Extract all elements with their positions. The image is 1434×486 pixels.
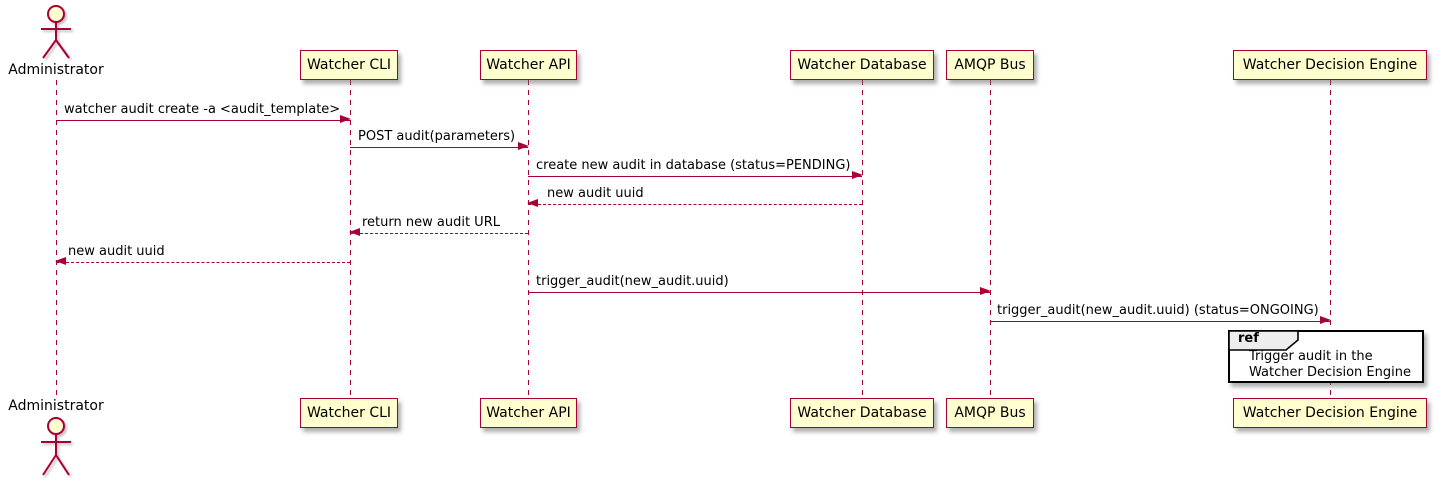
participant-watcher-cli-top: Watcher CLI: [300, 50, 398, 80]
actor-administrator-label-top: Administrator: [8, 62, 104, 78]
ref-keyword: ref: [1238, 331, 1259, 346]
message-line: [56, 262, 350, 263]
lifeline-watcher-cli: [349, 80, 351, 398]
participant-amqp-bus-bottom: AMQP Bus: [946, 398, 1034, 428]
ref-fragment: ref Trigger audit in the Watcher Decisio…: [1228, 330, 1424, 383]
arrowhead-left-icon: [349, 228, 360, 237]
message-line: [56, 120, 350, 121]
participant-watcher-decision-engine-bottom: Watcher Decision Engine: [1233, 398, 1427, 428]
message-line: [350, 233, 528, 234]
actor-administrator-icon: [41, 5, 71, 59]
arrowhead-right-icon: [1320, 316, 1331, 325]
message-label: return new audit URL: [362, 215, 500, 230]
arrowhead-left-icon: [527, 199, 538, 208]
lifeline-watcher-database: [861, 80, 863, 398]
actor-administrator-label-bottom: Administrator: [8, 398, 104, 414]
arrowhead-right-icon: [340, 115, 351, 124]
lifeline-administrator: [55, 80, 57, 398]
message-line: [350, 147, 528, 148]
message-label: POST audit(parameters): [358, 129, 516, 144]
ref-text: Trigger audit in the Watcher Decision En…: [1249, 349, 1411, 381]
message-label: watcher audit create -a <audit_template>: [64, 102, 341, 117]
participant-watcher-api-bottom: Watcher API: [480, 398, 577, 428]
participant-watcher-decision-engine-top: Watcher Decision Engine: [1233, 50, 1427, 80]
participant-amqp-bus-top: AMQP Bus: [946, 50, 1034, 80]
lifeline-watcher-api: [527, 80, 529, 398]
arrowhead-left-icon: [55, 257, 66, 266]
arrowhead-right-icon: [518, 142, 529, 151]
message-label: trigger_audit(new_audit.uuid) (status=ON…: [997, 303, 1319, 318]
arrowhead-right-icon: [980, 287, 991, 296]
participant-watcher-database-bottom: Watcher Database: [790, 398, 934, 428]
message-line: [528, 292, 990, 293]
ref-tab: ref: [1228, 330, 1300, 355]
lifeline-watcher-decision-engine: [1329, 80, 1331, 398]
message-label: new audit uuid: [68, 244, 165, 259]
lifeline-amqp-bus: [989, 80, 991, 398]
arrowhead-right-icon: [852, 171, 863, 180]
ref-text-line2: Watcher Decision Engine: [1249, 365, 1411, 380]
message-label: new audit uuid: [547, 186, 644, 201]
message-label: trigger_audit(new_audit.uuid): [536, 274, 729, 289]
message-line: [528, 176, 862, 177]
message-line: [990, 321, 1330, 322]
ref-tab-shape-icon: [1228, 330, 1299, 351]
ref-text-line1: Trigger audit in the: [1249, 349, 1373, 364]
message-line: [528, 204, 862, 205]
participant-watcher-database-top: Watcher Database: [790, 50, 934, 80]
actor-administrator-icon-bottom: [41, 417, 71, 476]
participant-watcher-cli-bottom: Watcher CLI: [300, 398, 398, 428]
message-label: create new audit in database (status=PEN…: [536, 158, 851, 173]
participant-watcher-api-top: Watcher API: [480, 50, 577, 80]
